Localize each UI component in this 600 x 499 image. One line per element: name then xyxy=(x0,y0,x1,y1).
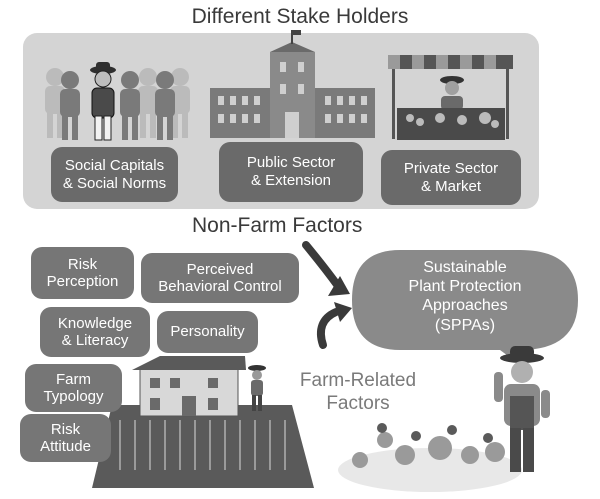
stakeholder-social-label: Social Capitals & Social Norms xyxy=(62,156,167,192)
flow-arrows xyxy=(302,241,352,349)
outcome-sppa-label: Sustainable Plant Protection Approaches … xyxy=(408,259,522,334)
stakeholder-private-label: Private Sector & Market xyxy=(403,159,499,195)
stakeholder-social: Social Capitals & Social Norms xyxy=(51,147,178,202)
factor-knowledge-literacy: Knowledge & Literacy xyxy=(40,307,150,357)
crowd-icon xyxy=(45,62,190,141)
market-stall-icon xyxy=(388,55,513,140)
farmer-small-icon xyxy=(248,365,266,411)
factor-risk-attitude: Risk Attitude xyxy=(20,414,111,462)
farmer-icon xyxy=(494,346,550,472)
factor-farm-typology: Farm Typology xyxy=(25,364,122,412)
factor-risk-perception: Risk Perception xyxy=(31,247,134,299)
factor-personality: Personality xyxy=(157,311,258,353)
non-farm-title: Non-Farm Factors xyxy=(192,214,363,237)
farm-related-label: Farm-Related Factors xyxy=(299,370,417,414)
garden-icon xyxy=(338,423,522,492)
stakeholder-public: Public Sector & Extension xyxy=(219,142,363,202)
speech-bubble xyxy=(352,250,578,372)
diagram-title: Different Stake Holders xyxy=(191,5,409,28)
government-building-icon xyxy=(210,30,375,138)
farm-field-icon xyxy=(92,405,314,488)
farm-house-icon xyxy=(132,356,246,417)
stakeholder-public-label: Public Sector & Extension xyxy=(246,154,336,189)
stakeholder-private: Private Sector & Market xyxy=(381,150,521,205)
factor-perceived-behavioral-control: Perceived Behavioral Control xyxy=(141,253,299,303)
